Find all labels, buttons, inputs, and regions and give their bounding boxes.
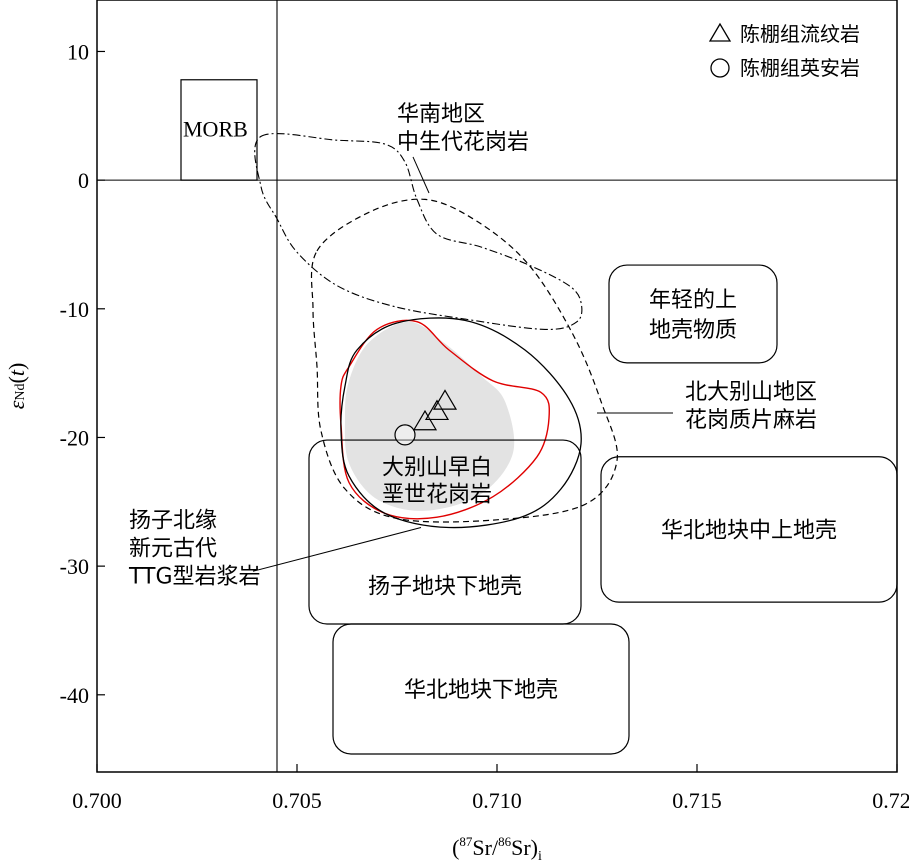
- box-label-ncc-mid-upper: 华北地块中上地壳: [661, 518, 837, 543]
- box-label-young-crust: 年轻的上地壳物质: [649, 288, 737, 343]
- x-tick-label: 0.710: [472, 788, 522, 813]
- field-label-dabie-early-paleozoic-granite: 大别山早白垩世花岗岩: [382, 455, 492, 507]
- point-triangle: [424, 399, 450, 421]
- axes-layer: 0.700 0.705 0.710 0.715 0.720 10 0 -10 -20 -30 -40: [60, 39, 909, 813]
- y-tick-label: -20: [60, 425, 89, 450]
- y-tick-label: 0: [78, 168, 89, 193]
- field-dabie-grey-field: [344, 321, 515, 511]
- reference-line-layer: [97, 0, 897, 772]
- x-tick-label: 0.720: [872, 788, 909, 813]
- field-layer: 大别山早白垩世花岗岩: [254, 133, 618, 529]
- point-circle: [394, 424, 416, 446]
- legend-marker-triangle: [708, 22, 732, 42]
- legend-label: 陈棚组流纹岩: [740, 22, 860, 46]
- y-tick-label: -30: [60, 554, 89, 579]
- box-young-crust: [608, 264, 778, 364]
- point-triangle: [432, 389, 458, 410]
- point-layer: [394, 389, 458, 446]
- y-tick-label: -40: [60, 683, 89, 708]
- x-tick-label: 0.715: [672, 788, 722, 813]
- y-tick-label: 10: [67, 39, 89, 64]
- x-tick-label: 0.700: [72, 788, 122, 813]
- y-tick-label: -10: [60, 297, 89, 322]
- annotation-south-china-label: 华南地区中生代花岗岩: [397, 102, 529, 155]
- annotation-pointer-ttg-label: [252, 527, 422, 572]
- legend-label: 陈棚组英安岩: [740, 56, 860, 80]
- legend-marker-circle: [710, 58, 730, 78]
- x-axis-label: (87Sr/86Sr)i: [452, 834, 542, 864]
- y-axis-label: εNd(t): [4, 363, 29, 410]
- x-tick-label: 0.705: [272, 788, 322, 813]
- box-label-yangtze-lower: 扬子地块下地壳: [368, 574, 522, 599]
- annotation-pointer-south-china-label: [412, 156, 430, 194]
- field-south-china-mesozoic-granite: [254, 133, 583, 330]
- box-label-morb: MORB: [183, 117, 248, 142]
- box-ncc-lower: [332, 623, 630, 755]
- annotation-north-dabie-label: 北大别山地区花岗质片麻岩: [685, 380, 817, 433]
- point-triangle: [412, 409, 438, 431]
- box-label-ncc-lower: 华北地块下地壳: [404, 678, 558, 703]
